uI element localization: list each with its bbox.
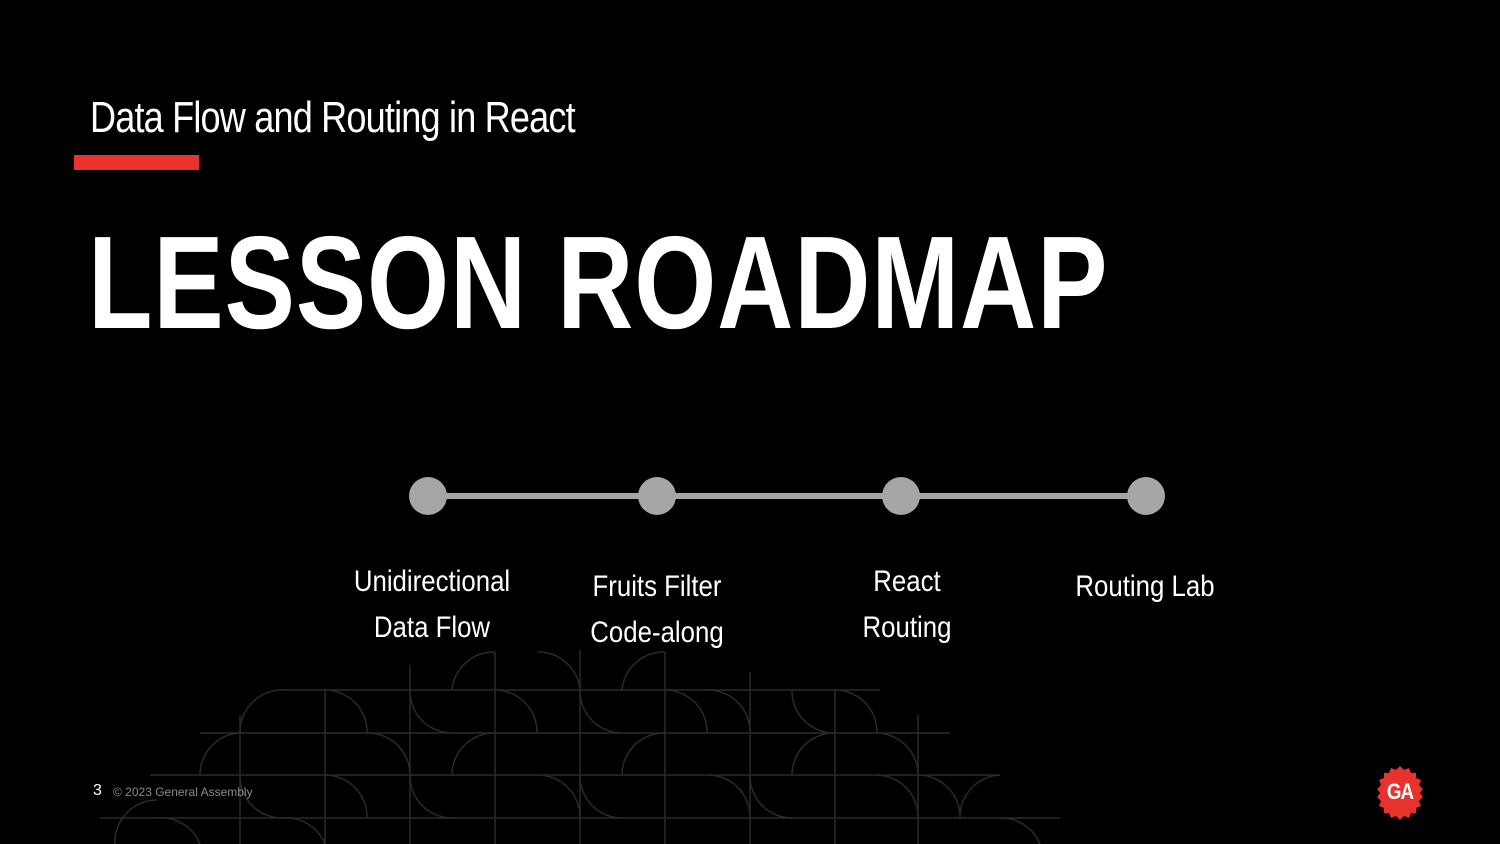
roadmap-step-line: Fruits Filter [592,570,722,603]
roadmap-step-line: Routing Lab [1075,570,1215,603]
roadmap-step-line: React [873,565,941,598]
logo-badge-icon [1377,766,1423,820]
roadmap-step-line: Unidirectional [353,565,511,598]
page-number: 3 [93,782,102,799]
roadmap-step-line: Data Flow [373,611,491,644]
copyright-notice: © 2023 General Assembly [113,785,253,799]
roadmap-step-line: Routing [862,611,952,644]
roadmap-node [1127,477,1165,515]
slide-subtitle: Data Flow and Routing in React [90,93,576,142]
logo-text: GA [1386,779,1414,804]
slide-title: LESSON ROADMAP [88,209,1109,356]
roadmap-track-line [428,493,1146,499]
roadmap-step-line: Code-along [590,616,724,649]
roadmap-node [409,477,447,515]
roadmap-node [638,477,676,515]
general-assembly-logo-icon: GA [1372,764,1428,820]
roadmap-step-label: React Routing [812,559,1001,651]
roadmap-step-label: Routing Lab [1050,564,1239,610]
roadmap-step-label: Fruits Filter Code-along [562,564,751,656]
accent-bar [74,155,199,170]
roadmap-step-label: Unidirectional Data Flow [337,559,526,651]
roadmap-node [882,477,920,515]
